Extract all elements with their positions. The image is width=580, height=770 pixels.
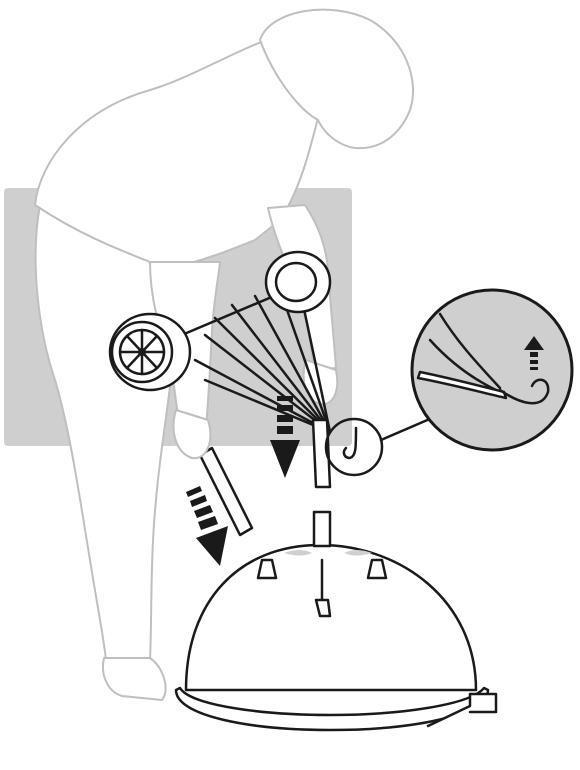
wheel-icon (110, 314, 190, 390)
magnifier-callout (412, 290, 572, 450)
callout-connector (381, 418, 432, 440)
wheel-icon (266, 252, 330, 312)
detail-marker (326, 419, 382, 475)
